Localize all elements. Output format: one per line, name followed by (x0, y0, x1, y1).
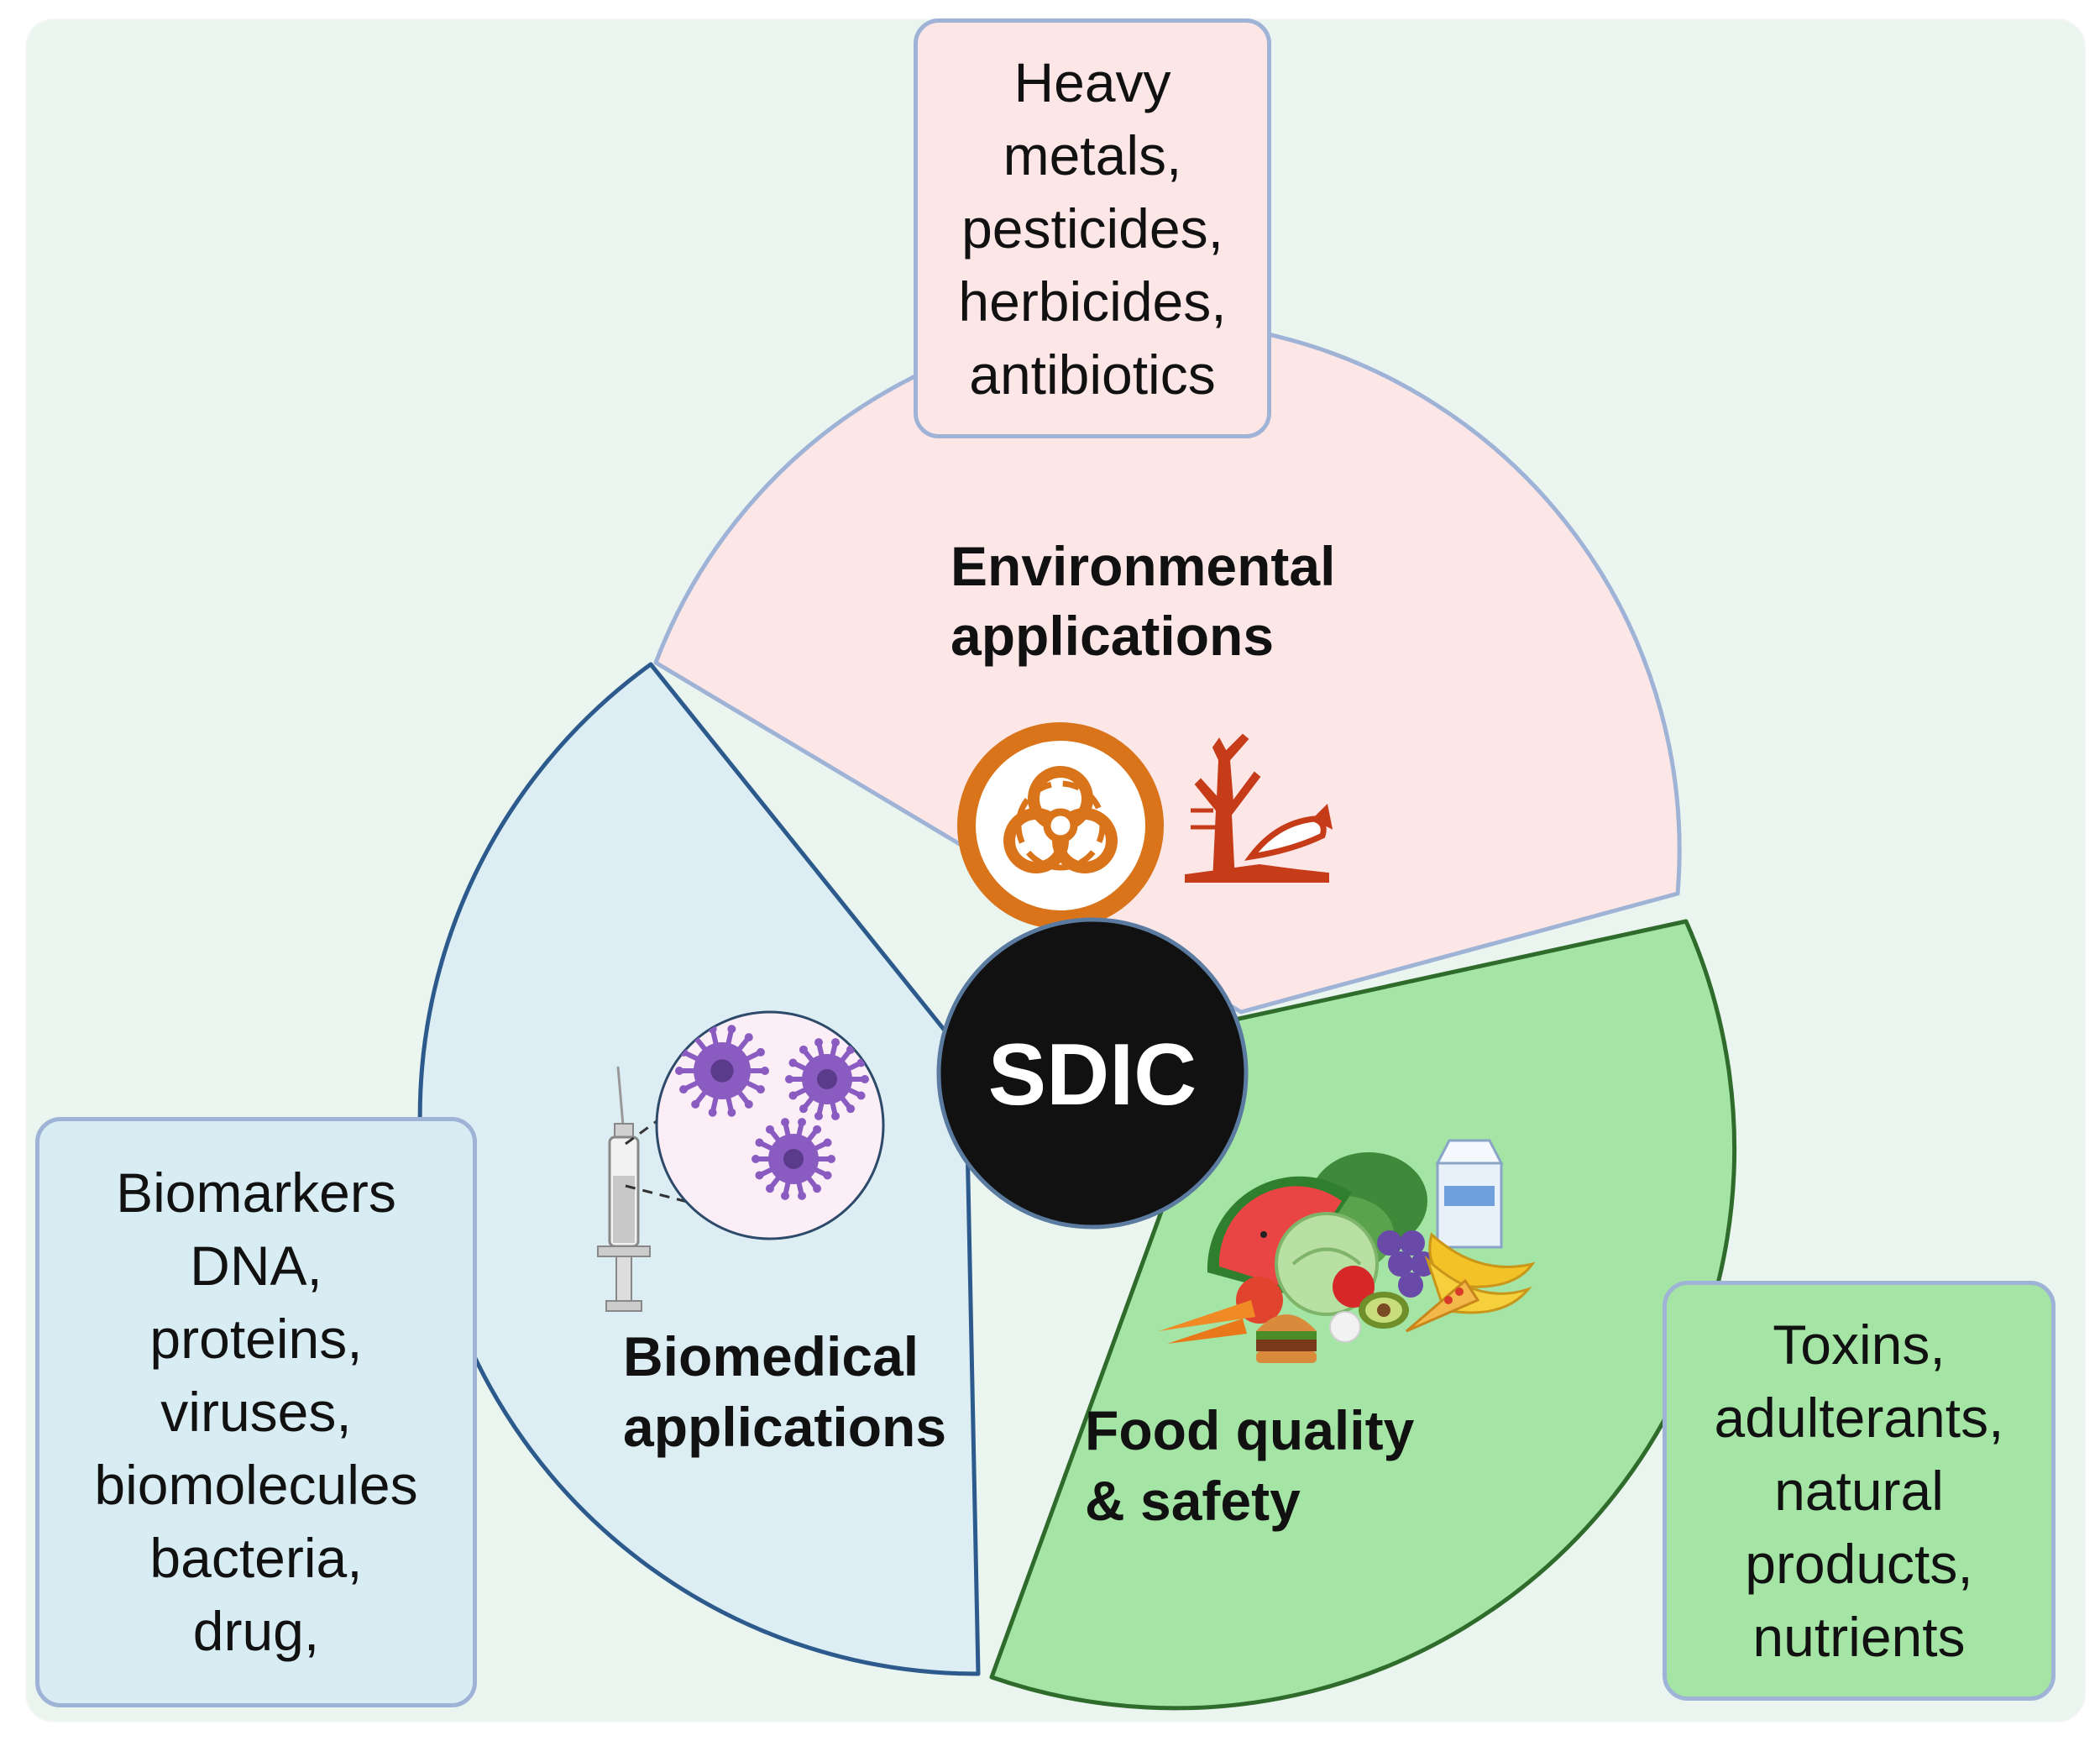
environmental-title-line1: Environmental (950, 535, 1335, 597)
environmental-title-line2: applications (950, 605, 1274, 667)
sdic-label: SDIC (988, 1026, 1197, 1124)
food-group-icon (1159, 1139, 1536, 1363)
virus-particle (751, 1118, 835, 1200)
food-analytes-box: Toxins, adulterants, natural products, n… (1663, 1281, 2055, 1701)
virus-particle (675, 1025, 769, 1117)
food-title-line2: & safety (1085, 1470, 1301, 1532)
environmental-analytes-box: Heavy metals, pesticides, herbicides, an… (914, 18, 1271, 438)
biomedical-title-line1: Biomedical (623, 1325, 919, 1387)
biomedical-analytes-box: Biomarkers DNA, proteins, viruses, biomo… (35, 1117, 477, 1707)
food-analytes-text: Toxins, adulterants, natural products, n… (1714, 1313, 2004, 1668)
syringe-icon (597, 1066, 757, 1312)
environmental-analytes-text: Heavy metals, pesticides, herbicides, an… (958, 50, 1227, 406)
sdic-hub: SDIC (936, 917, 1249, 1230)
virus-cluster-icon (655, 1010, 885, 1240)
virus-particle (785, 1038, 869, 1120)
biohazard-icon (957, 722, 1164, 929)
biomedical-title-line2: applications (623, 1396, 946, 1458)
biomedical-analytes-text: Biomarkers DNA, proteins, viruses, biomo… (94, 1162, 418, 1662)
food-title-line1: Food quality (1085, 1399, 1415, 1461)
dead-tree-and-fish-icon (1185, 733, 1333, 883)
